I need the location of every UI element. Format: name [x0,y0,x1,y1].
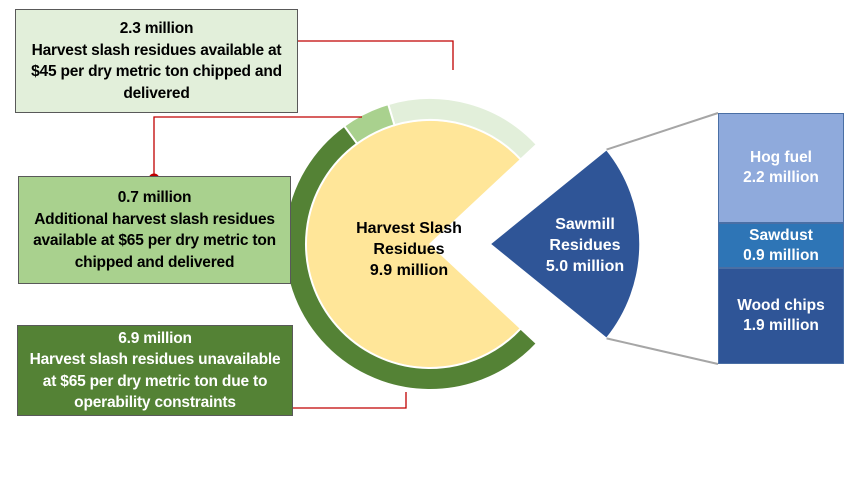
wood-chips-label: Wood chips [737,297,825,314]
callout-65-heading: 0.7 million [117,189,192,206]
callout-65-text-3: chipped and delivered [74,253,235,271]
callout-unavailable: 6.9 million Harvest slash residues unava… [17,325,293,416]
callout-45-dollar: 2.3 million Harvest slash residues avail… [15,9,298,113]
callout-45-text-1: Harvest slash residues available at [31,41,282,59]
stack-hog-fuel: Hog fuel 2.2 million [718,113,844,223]
callout-65-text-1: Additional harvest slash residues [34,210,275,228]
hog-fuel-value: 2.2 million [743,169,819,186]
stack-wood-chips: Wood chips 1.9 million [718,268,844,364]
callout-45-text-2: $45 per dry metric ton chipped and [31,63,282,80]
harvest-label-line-2: Residues [373,241,445,258]
connector-line-bottom [606,337,719,365]
sawmill-label: Sawmill Residues 5.0 million [530,214,640,277]
callout-unavailable-text-3: operability constraints [74,394,236,411]
sawmill-label-line-1: Sawmill [555,216,615,233]
stack-sawdust: Sawdust 0.9 million [718,223,844,268]
harvest-label-line-3: 9.9 million [369,262,449,279]
callout-unavailable-heading: 6.9 million [118,329,192,347]
harvest-slash-label: Harvest Slash Residues 9.9 million [349,218,469,281]
sawdust-value: 0.9 million [743,246,819,264]
callout-unavailable-text-2: at $65 per dry metric ton due to [42,372,268,390]
connector-line-top [606,112,719,151]
harvest-label-line-1: Harvest Slash [356,220,462,237]
hog-fuel-label: Hog fuel [750,149,812,166]
callout-45-text-3: delivered [123,84,190,102]
sawmill-label-line-2: Residues [549,237,621,254]
leader-45-dollar-line [286,40,454,70]
callout-65-dollar: 0.7 million Additional harvest slash res… [18,176,291,284]
sawmill-residues-slice [488,148,641,340]
sawmill-label-line-3: 5.0 million [545,258,625,275]
callout-45-heading: 2.3 million [119,20,194,37]
sawdust-label: Sawdust [749,226,813,244]
wood-chips-value: 1.9 million [743,317,819,334]
callout-unavailable-text-1: Harvest slash residues unavailable [29,351,281,368]
callout-65-text-2: available at $65 per dry metric ton [33,232,276,249]
leader-65-dollar-line [153,116,362,179]
